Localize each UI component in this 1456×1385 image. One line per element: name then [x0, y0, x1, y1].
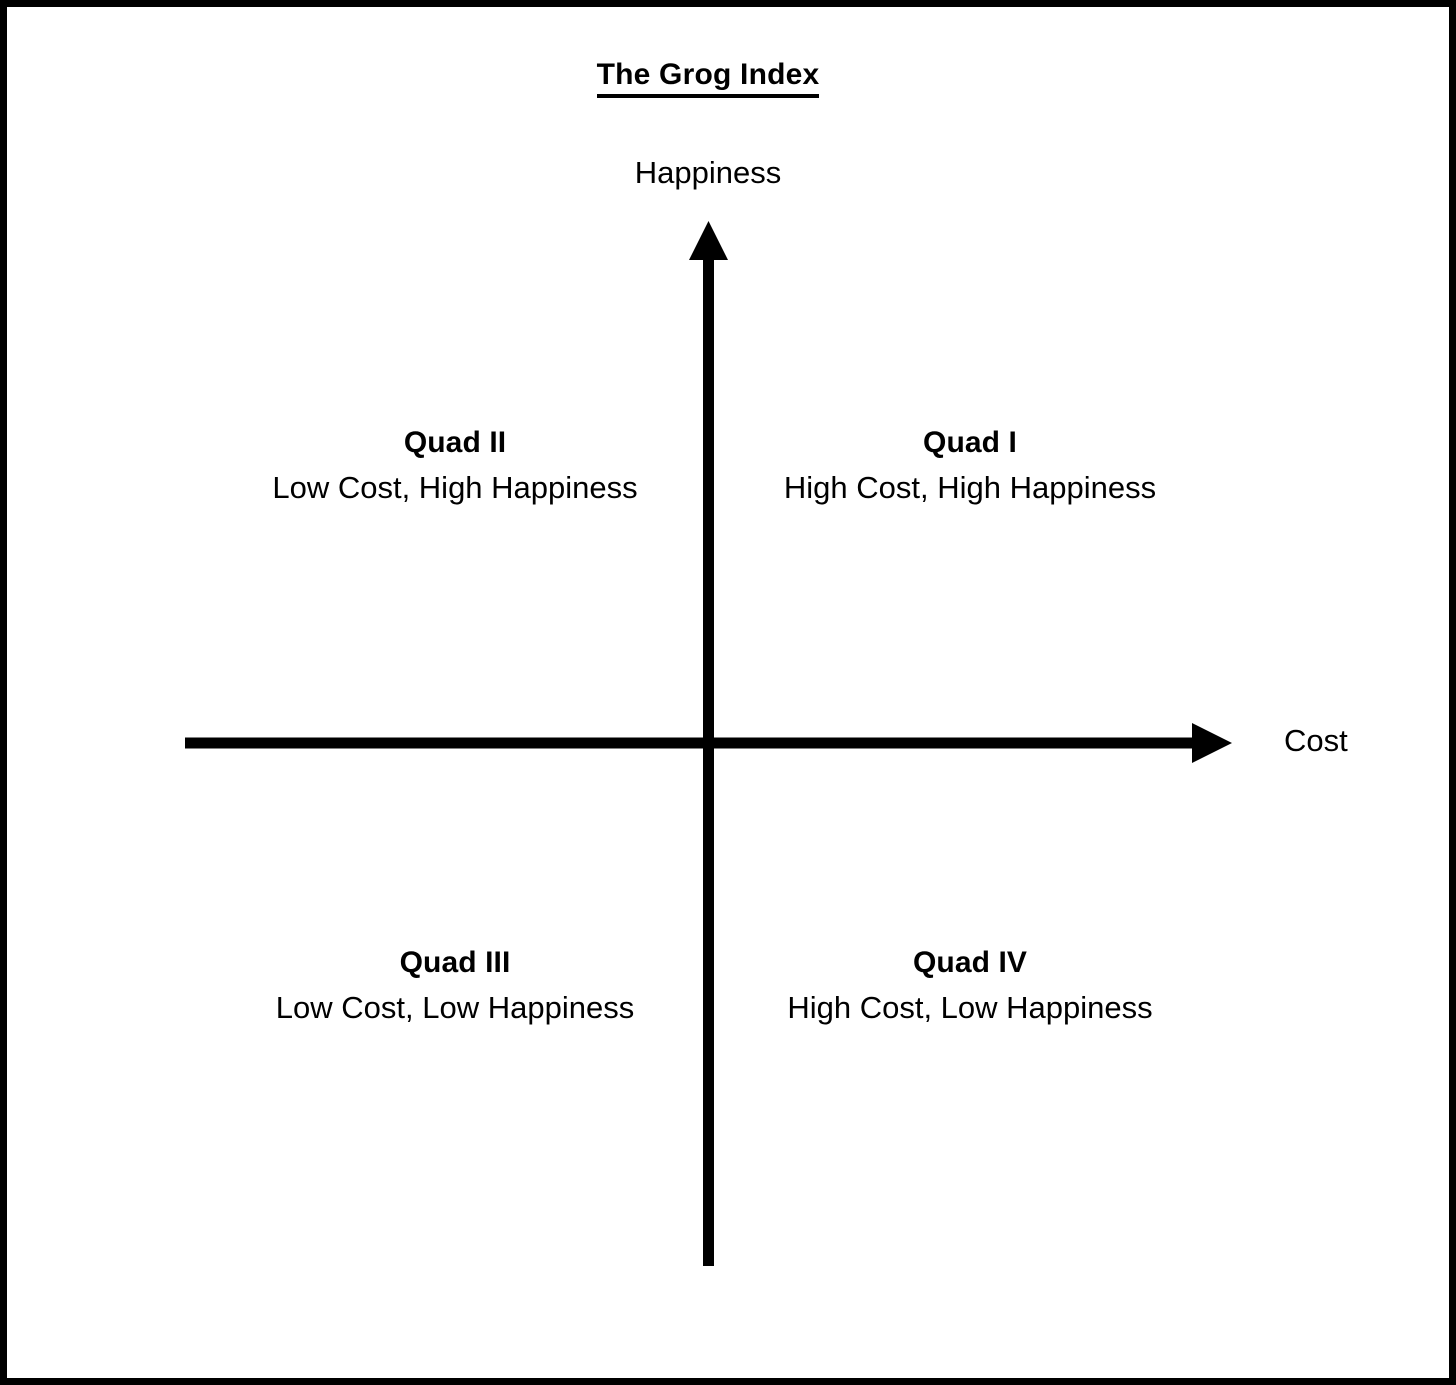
quadrant-description-quad-2: Low Cost, High Happiness — [272, 470, 638, 505]
quadrant-title-quad-2: Quad II — [403, 426, 507, 459]
quadrant-title-quad-3: Quad III — [399, 946, 511, 979]
y-axis-label: Happiness — [634, 155, 782, 190]
chart-title: The Grog Index — [0, 58, 1416, 98]
quadrant-title-quad-4: Quad IV — [912, 946, 1028, 979]
quadrant-label-quad-2: Quad II Low Cost, High Happiness — [205, 426, 705, 505]
quadrant-description-quad-3: Low Cost, Low Happiness — [275, 990, 635, 1025]
quadrant-label-quad-4: Quad IV High Cost, Low Happiness — [720, 946, 1220, 1025]
x-axis-arrowhead — [1192, 723, 1232, 763]
y-axis-arrowhead — [689, 221, 728, 260]
y-axis-line — [703, 248, 714, 1266]
chart-title-text: The Grog Index — [596, 58, 820, 98]
quadrant-label-quad-1: Quad I High Cost, High Happiness — [720, 426, 1220, 505]
quadrant-title-quad-1: Quad I — [923, 426, 1017, 459]
x-axis-line — [185, 737, 1196, 749]
quadrant-label-quad-3: Quad III Low Cost, Low Happiness — [205, 946, 705, 1025]
x-axis-label: Cost — [1284, 723, 1348, 758]
quadrant-description-quad-4: High Cost, Low Happiness — [787, 990, 1153, 1025]
quadrant-description-quad-1: High Cost, High Happiness — [783, 470, 1157, 505]
